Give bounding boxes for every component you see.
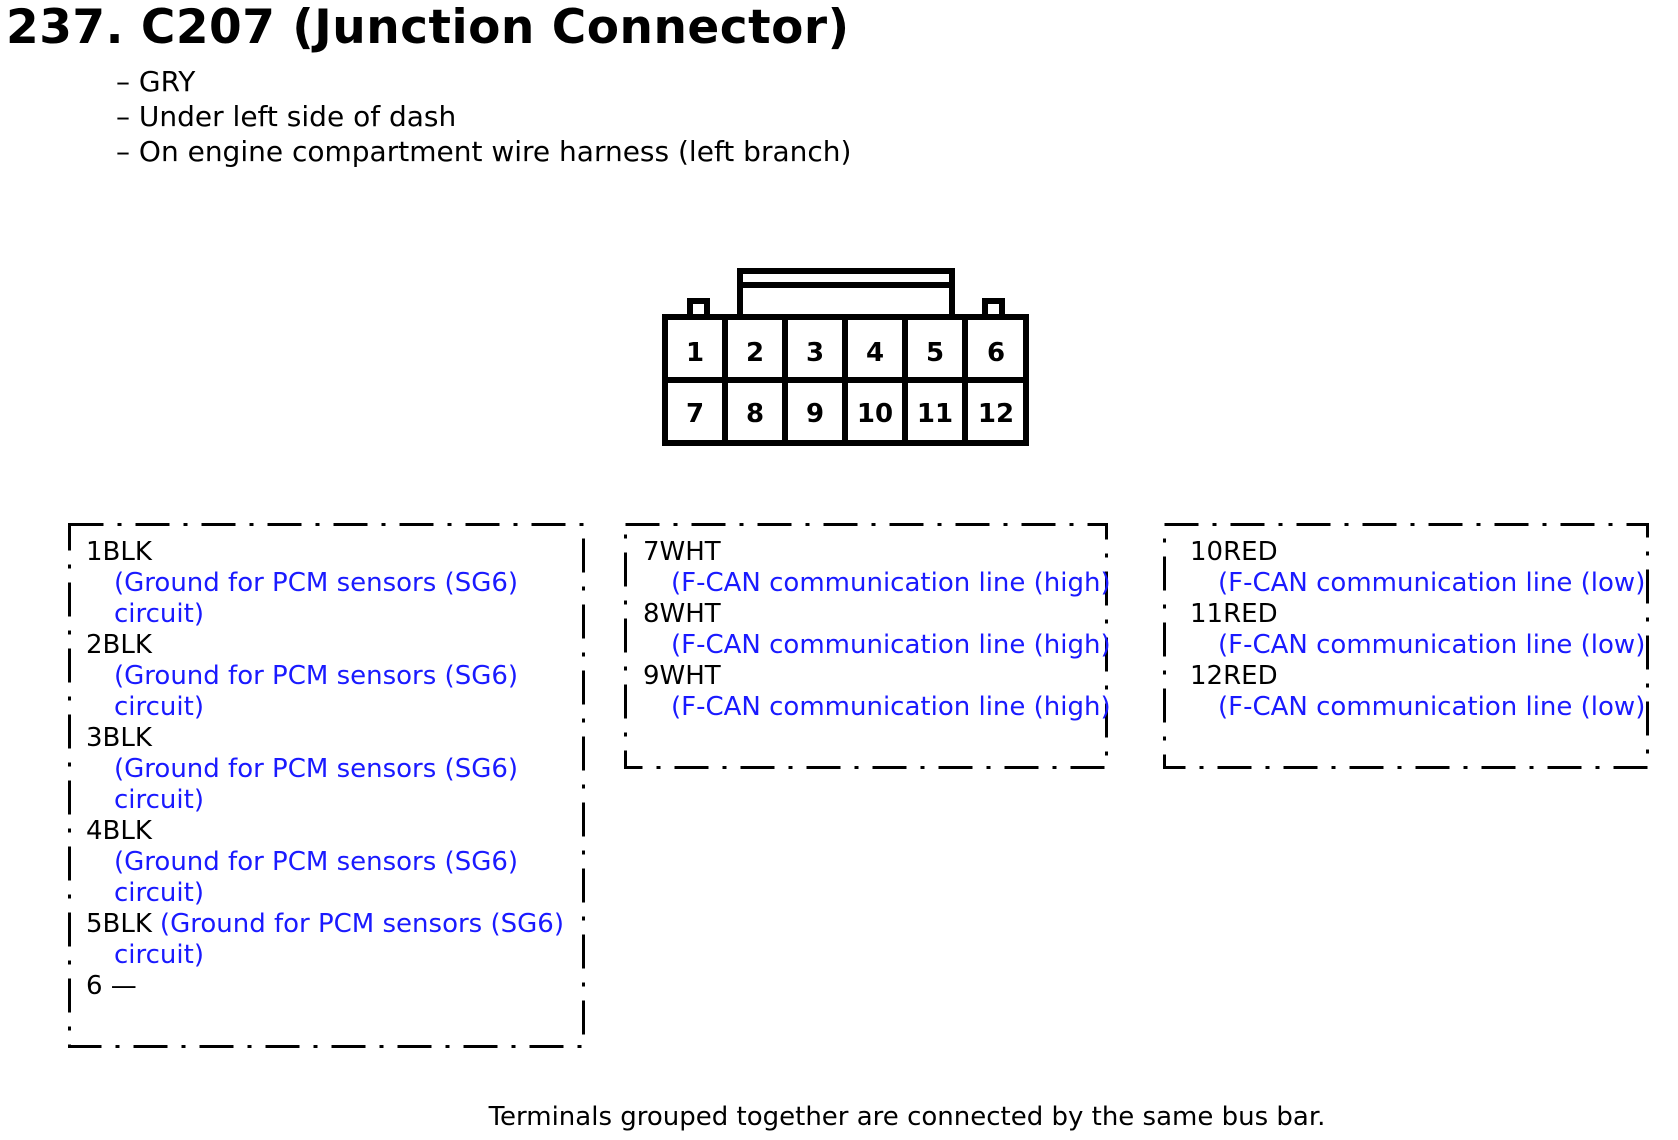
info-color: – GRY xyxy=(116,65,196,98)
terminal-wire-label: 4BLK xyxy=(86,816,152,846)
terminal-entry: 8WHT(F-CAN communication line (high) xyxy=(643,599,1111,661)
terminal-description: (F-CAN communication line (low) xyxy=(1218,630,1646,660)
terminal-wire-label: 3BLK xyxy=(86,723,152,753)
terminal-entry: 11RED(F-CAN communication line (low) xyxy=(1190,599,1645,661)
terminal-description: (F-CAN communication line (high) xyxy=(671,692,1111,722)
terminal-wire-label: 11RED xyxy=(1190,599,1278,629)
terminal-entry: 9WHT(F-CAN communication line (high) xyxy=(643,661,1111,723)
terminal-description: (Ground for PCM sensors (SG6) xyxy=(114,568,519,598)
terminal-description: circuit) xyxy=(114,940,204,970)
terminal-wire-label: 10RED xyxy=(1190,537,1278,567)
terminal-description: circuit) xyxy=(114,878,204,908)
page-title: 237. C207 (Junction Connector) xyxy=(6,0,850,55)
terminal-wire-label: 6 — xyxy=(86,971,137,1001)
terminal-wire-label: 1BLK xyxy=(86,537,152,567)
terminal-wire-label: 7WHT xyxy=(643,537,721,567)
terminal-number-12: 12 xyxy=(978,399,1014,429)
terminal-entry: 1BLK(Ground for PCM sensors (SG6)circuit… xyxy=(86,537,564,630)
terminal-description: (F-CAN communication line (high) xyxy=(671,568,1111,598)
terminal-description: (F-CAN communication line (low) xyxy=(1218,692,1646,722)
terminal-number-7: 7 xyxy=(686,399,704,429)
terminal-entry: 6 — xyxy=(86,971,564,1002)
terminal-number-9: 9 xyxy=(806,399,824,429)
terminal-number-8: 8 xyxy=(746,399,764,429)
connector-latch xyxy=(737,268,955,320)
terminal-description: (Ground for PCM sensors (SG6) xyxy=(114,754,519,784)
info-location: – Under left side of dash xyxy=(116,100,457,133)
terminal-description: circuit) xyxy=(114,692,204,722)
terminal-number-10: 10 xyxy=(857,399,893,429)
terminal-description: (Ground for PCM sensors (SG6) xyxy=(159,909,564,939)
terminal-entry: 7WHT(F-CAN communication line (high) xyxy=(643,537,1111,599)
terminal-number-4: 4 xyxy=(866,338,884,368)
terminal-wire-label: 8WHT xyxy=(643,599,721,629)
terminal-description: (Ground for PCM sensors (SG6) xyxy=(114,661,519,691)
footer-note: Terminals grouped together are connected… xyxy=(488,1102,1326,1132)
terminal-entry: 3BLK(Ground for PCM sensors (SG6)circuit… xyxy=(86,723,564,816)
terminal-entry: 2BLK(Ground for PCM sensors (SG6)circuit… xyxy=(86,630,564,723)
terminal-description: circuit) xyxy=(114,785,204,815)
terminal-group-3: 10RED(F-CAN communication line (low)11RE… xyxy=(1163,523,1649,769)
connector-info: – GRY – Under left side of dash – On eng… xyxy=(116,64,851,169)
terminal-description: (Ground for PCM sensors (SG6) xyxy=(114,847,519,877)
terminal-number-3: 3 xyxy=(806,338,824,368)
connector-left-tab xyxy=(687,298,710,317)
terminal-description: (F-CAN communication line (low) xyxy=(1218,568,1646,598)
terminal-number-2: 2 xyxy=(746,338,764,368)
terminal-entry: 4BLK(Ground for PCM sensors (SG6)circuit… xyxy=(86,816,564,909)
terminal-number-6: 6 xyxy=(987,338,1005,368)
terminal-wire-label: 5BLK xyxy=(86,909,152,939)
bus-bar-group-border xyxy=(1163,523,1649,769)
terminal-number-5: 5 xyxy=(926,338,944,368)
terminal-wire-label: 9WHT xyxy=(643,661,721,691)
info-harness: – On engine compartment wire harness (le… xyxy=(116,135,852,168)
terminal-number-11: 11 xyxy=(917,399,953,429)
terminal-entry: 12RED(F-CAN communication line (low) xyxy=(1190,661,1645,723)
bus-bar-group-border xyxy=(68,523,585,1048)
terminal-group-1: 1BLK(Ground for PCM sensors (SG6)circuit… xyxy=(68,523,585,1048)
terminal-description: circuit) xyxy=(114,599,204,629)
terminal-wire-label: 12RED xyxy=(1190,661,1278,691)
terminal-number-1: 1 xyxy=(686,338,704,368)
terminal-entry: 10RED(F-CAN communication line (low) xyxy=(1190,537,1645,599)
terminal-description: (F-CAN communication line (high) xyxy=(671,630,1111,660)
terminal-wire-label: 2BLK xyxy=(86,630,152,660)
bus-bar-group-border xyxy=(624,523,1108,769)
terminal-group-2: 7WHT(F-CAN communication line (high)8WHT… xyxy=(624,523,1111,769)
terminal-entry: 5BLK(Ground for PCM sensors (SG6)circuit… xyxy=(86,909,564,971)
connector-right-tab xyxy=(982,298,1005,317)
